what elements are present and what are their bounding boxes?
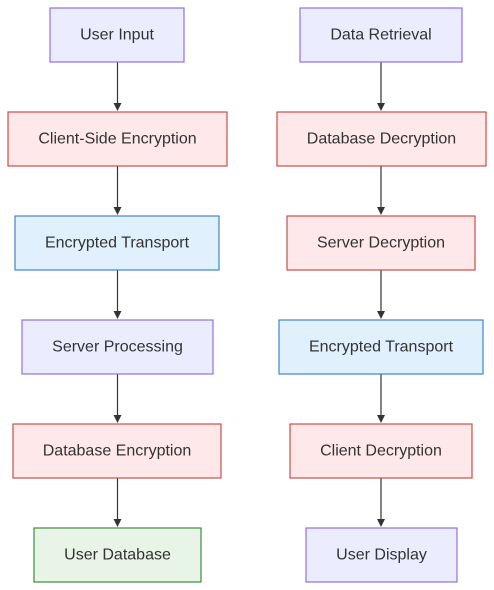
node-server-decryption: Server Decryption bbox=[286, 215, 476, 271]
node-database-decryption: Database Decryption bbox=[276, 111, 487, 167]
arrow-client-decryption-to-user-display bbox=[377, 478, 385, 527]
node-encrypted-transport-2: Encrypted Transport bbox=[278, 319, 484, 375]
node-box bbox=[299, 7, 463, 63]
node-server-processing: Server Processing bbox=[21, 319, 214, 375]
node-box bbox=[7, 111, 228, 167]
node-label: Server Processing bbox=[52, 339, 183, 356]
node-user-display: User Display bbox=[305, 527, 458, 583]
node-box bbox=[49, 7, 185, 63]
node-label: User Database bbox=[64, 547, 171, 564]
node-user-database: User Database bbox=[33, 527, 202, 583]
arrow-head-icon bbox=[113, 415, 122, 423]
arrow-data-retrieval-to-database-decryption bbox=[377, 62, 385, 111]
arrow-head-icon bbox=[377, 311, 385, 319]
node-label: Server Decryption bbox=[317, 235, 445, 252]
node-label: Client Decryption bbox=[320, 443, 442, 460]
node-user-input: User Input bbox=[49, 7, 185, 63]
node-box bbox=[286, 215, 476, 271]
node-data-retrieval: Data Retrieval bbox=[299, 7, 463, 63]
edges bbox=[113, 62, 385, 527]
node-encrypted-transport-1: Encrypted Transport bbox=[14, 215, 220, 271]
arrow-encrypted-transport-1-to-server-processing bbox=[113, 270, 122, 319]
node-box bbox=[14, 215, 220, 271]
arrow-user-input-to-client-side-encryption bbox=[113, 62, 122, 111]
arrow-database-decryption-to-server-decryption bbox=[377, 166, 385, 215]
node-client-decryption: Client Decryption bbox=[289, 423, 473, 479]
node-label: Client-Side Encryption bbox=[38, 131, 196, 148]
node-box bbox=[21, 319, 214, 375]
node-box bbox=[278, 319, 484, 375]
node-label: Data Retrieval bbox=[330, 27, 431, 44]
node-box bbox=[12, 423, 222, 479]
node-box bbox=[289, 423, 473, 479]
arrow-server-processing-to-database-encryption bbox=[113, 374, 122, 423]
arrow-head-icon bbox=[377, 103, 385, 111]
node-box bbox=[305, 527, 458, 583]
node-label: Database Decryption bbox=[307, 131, 456, 148]
arrow-head-icon bbox=[113, 103, 122, 111]
arrow-head-icon bbox=[377, 415, 385, 423]
node-database-encryption: Database Encryption bbox=[12, 423, 222, 479]
arrow-database-encryption-to-user-database bbox=[113, 478, 122, 527]
arrow-head-icon bbox=[377, 207, 385, 215]
node-label: User Display bbox=[336, 547, 427, 564]
arrow-client-side-encryption-to-encrypted-transport-1 bbox=[113, 166, 122, 215]
arrow-server-decryption-to-encrypted-transport-2 bbox=[377, 270, 385, 319]
arrow-head-icon bbox=[113, 207, 122, 215]
node-label: Database Encryption bbox=[43, 443, 192, 460]
node-box bbox=[33, 527, 202, 583]
arrow-head-icon bbox=[113, 519, 122, 527]
arrow-encrypted-transport-2-to-client-decryption bbox=[377, 374, 385, 423]
node-label: Encrypted Transport bbox=[45, 235, 190, 252]
node-label: Encrypted Transport bbox=[309, 339, 454, 356]
node-label: User Input bbox=[80, 27, 154, 44]
arrow-head-icon bbox=[113, 311, 122, 319]
node-box bbox=[276, 111, 487, 167]
arrow-head-icon bbox=[377, 519, 385, 527]
node-client-side-encryption: Client-Side Encryption bbox=[7, 111, 228, 167]
